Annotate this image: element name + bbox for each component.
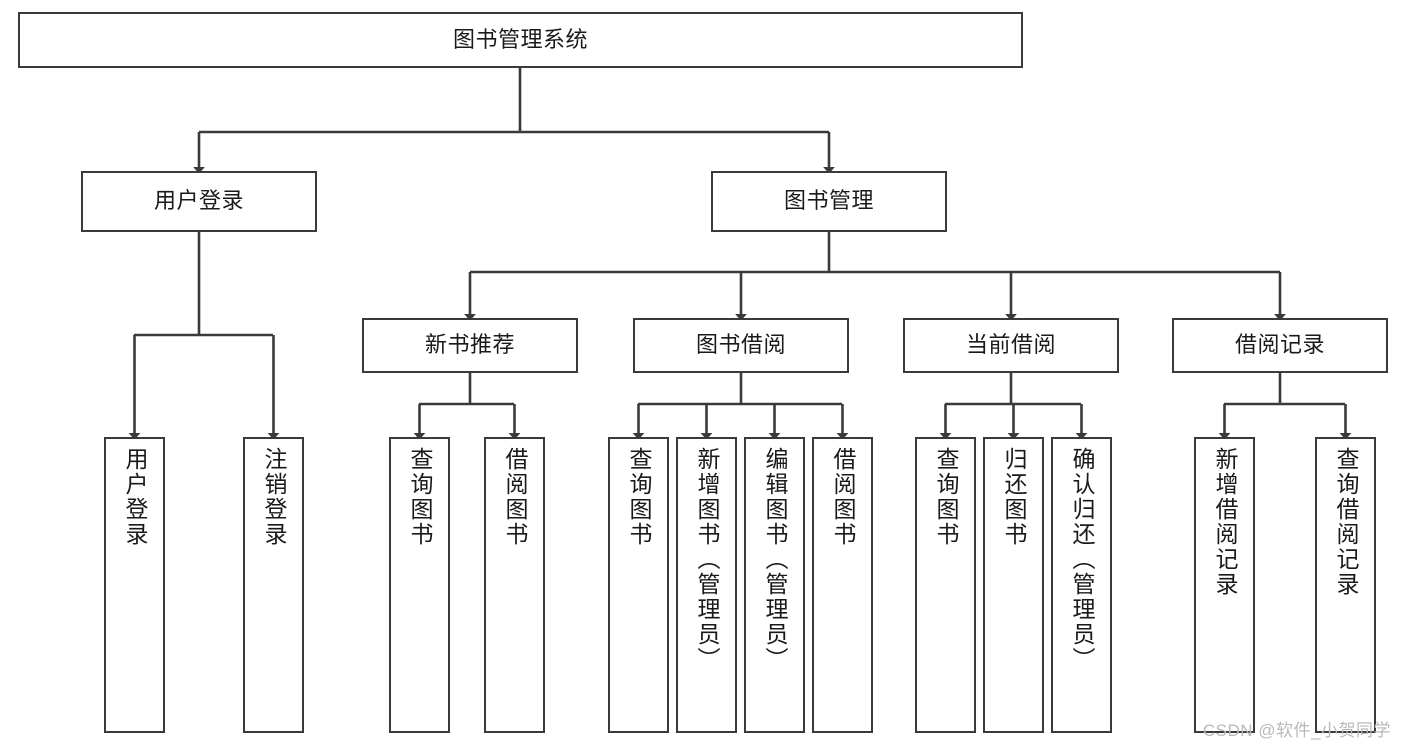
node-book-management[interactable]: 图书管理 — [711, 171, 947, 232]
node-leaf-edit-book-admin[interactable]: 编辑图书（管理员） — [744, 437, 805, 733]
node-leaf-logout[interactable]: 注销登录 — [243, 437, 304, 733]
node-label: 新增图书（管理员） — [694, 447, 720, 672]
node-user-login[interactable]: 用户登录 — [81, 171, 317, 232]
node-leaf-borrow-book-a[interactable]: 借阅图书 — [484, 437, 545, 733]
node-borrowing-record[interactable]: 借阅记录 — [1172, 318, 1388, 373]
node-leaf-user-login[interactable]: 用户登录 — [104, 437, 165, 733]
node-current-borrowing[interactable]: 当前借阅 — [903, 318, 1119, 373]
node-label: 新增借阅记录 — [1212, 447, 1238, 597]
node-label: 注销登录 — [261, 447, 287, 547]
node-label: 图书管理 — [783, 188, 874, 214]
node-root-book-management-system[interactable]: 图书管理系统 — [18, 12, 1023, 68]
node-label: 用户登录 — [122, 447, 148, 547]
node-leaf-confirm-return-admin[interactable]: 确认归还（管理员） — [1051, 437, 1112, 733]
node-label: 图书管理系统 — [452, 26, 588, 52]
node-label: 借阅图书 — [502, 447, 528, 547]
node-leaf-add-borrow-record[interactable]: 新增借阅记录 — [1194, 437, 1255, 733]
node-leaf-query-book-c[interactable]: 查询图书 — [915, 437, 976, 733]
node-leaf-return-book[interactable]: 归还图书 — [983, 437, 1044, 733]
node-leaf-query-book-a[interactable]: 查询图书 — [389, 437, 450, 733]
node-leaf-query-book-b[interactable]: 查询图书 — [608, 437, 669, 733]
node-new-book-recommendation[interactable]: 新书推荐 — [362, 318, 578, 373]
node-label: 查询图书 — [407, 447, 433, 547]
node-label: 查询图书 — [626, 447, 652, 547]
node-label: 确认归还（管理员） — [1069, 447, 1095, 672]
node-leaf-add-book-admin[interactable]: 新增图书（管理员） — [676, 437, 737, 733]
node-label: 当前借阅 — [965, 332, 1056, 358]
node-book-borrowing[interactable]: 图书借阅 — [633, 318, 849, 373]
node-label: 借阅记录 — [1234, 332, 1325, 358]
node-label: 用户登录 — [153, 188, 244, 214]
node-leaf-query-borrow-record[interactable]: 查询借阅记录 — [1315, 437, 1376, 733]
node-label: 借阅图书 — [830, 447, 856, 547]
node-label: 编辑图书（管理员） — [762, 447, 788, 672]
node-label: 归还图书 — [1001, 447, 1027, 547]
node-label: 查询借阅记录 — [1333, 447, 1359, 597]
node-label: 新书推荐 — [424, 332, 515, 358]
node-leaf-borrow-book-b[interactable]: 借阅图书 — [812, 437, 873, 733]
node-label: 图书借阅 — [695, 332, 786, 358]
node-label: 查询图书 — [933, 447, 959, 547]
